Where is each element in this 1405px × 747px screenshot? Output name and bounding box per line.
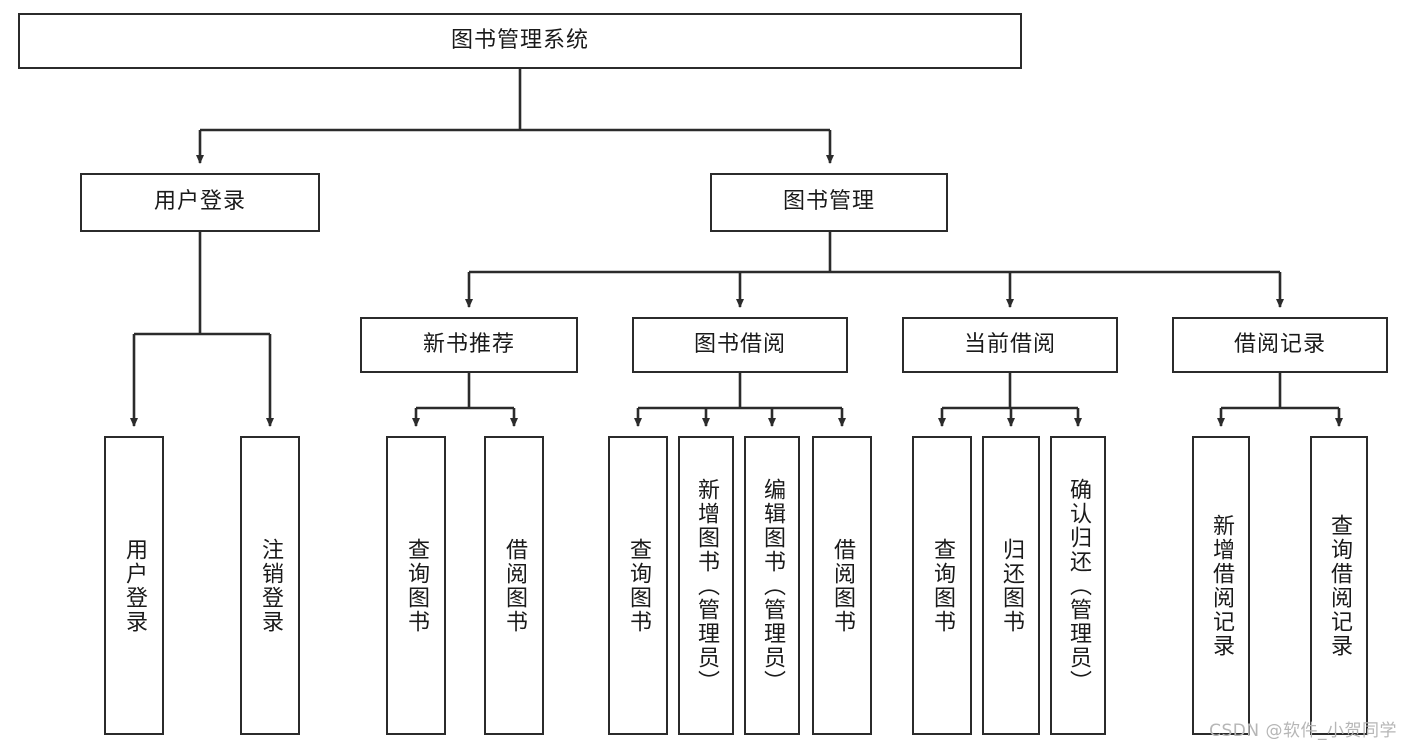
- node-book-borrow-label: 图书借阅: [693, 331, 786, 357]
- node-leaf-add-book[interactable]: 新增图书（管理员）: [678, 436, 734, 735]
- node-borrow-record-label: 借阅记录: [1233, 331, 1326, 357]
- node-current-borrow[interactable]: 当前借阅: [902, 317, 1118, 373]
- node-current-borrow-label: 当前借阅: [963, 331, 1056, 357]
- node-leaf-add-record-label: 新增借阅记录: [1208, 513, 1234, 658]
- node-leaf-query-book-borrow[interactable]: 查询图书: [608, 436, 668, 735]
- node-leaf-query-book-cur[interactable]: 查询图书: [912, 436, 972, 735]
- node-book-borrow[interactable]: 图书借阅: [632, 317, 848, 373]
- node-borrow-record[interactable]: 借阅记录: [1172, 317, 1388, 373]
- node-book-manage-label: 图书管理: [782, 189, 875, 215]
- node-leaf-user-logout[interactable]: 注销登录: [240, 436, 300, 735]
- node-leaf-borrow-book-rec-label: 借阅图书: [501, 537, 527, 634]
- node-root-label: 图书管理系统: [450, 27, 589, 53]
- node-leaf-add-record[interactable]: 新增借阅记录: [1192, 436, 1250, 735]
- node-leaf-borrow-book-rec[interactable]: 借阅图书: [484, 436, 544, 735]
- node-leaf-query-record[interactable]: 查询借阅记录: [1310, 436, 1368, 735]
- node-leaf-return-book-label: 归还图书: [998, 537, 1024, 634]
- node-leaf-return-book[interactable]: 归还图书: [982, 436, 1040, 735]
- csdn-watermark: CSDN @软件_小贺同学: [1209, 721, 1397, 741]
- node-leaf-user-login[interactable]: 用户登录: [104, 436, 164, 735]
- node-leaf-borrow-book[interactable]: 借阅图书: [812, 436, 872, 735]
- node-root[interactable]: 图书管理系统: [18, 13, 1022, 69]
- node-leaf-query-book-rec[interactable]: 查询图书: [386, 436, 446, 735]
- node-leaf-query-record-label: 查询借阅记录: [1326, 513, 1352, 658]
- node-user-login[interactable]: 用户登录: [80, 173, 320, 232]
- node-leaf-query-book-rec-label: 查询图书: [403, 537, 429, 634]
- node-book-manage[interactable]: 图书管理: [710, 173, 948, 232]
- node-leaf-query-book-borrow-label: 查询图书: [625, 537, 651, 634]
- node-leaf-confirm-return-label: 确认归还（管理员）: [1065, 477, 1091, 694]
- node-leaf-add-book-label: 新增图书（管理员）: [693, 477, 719, 694]
- node-new-book-rec-label: 新书推荐: [422, 331, 515, 357]
- node-user-login-label: 用户登录: [153, 189, 246, 215]
- node-leaf-user-logout-label: 注销登录: [257, 537, 283, 634]
- node-leaf-user-login-label: 用户登录: [121, 537, 147, 634]
- node-leaf-edit-book-label: 编辑图书（管理员）: [759, 477, 785, 694]
- node-leaf-confirm-return[interactable]: 确认归还（管理员）: [1050, 436, 1106, 735]
- node-new-book-rec[interactable]: 新书推荐: [360, 317, 578, 373]
- node-leaf-borrow-book-label: 借阅图书: [829, 537, 855, 634]
- node-leaf-edit-book[interactable]: 编辑图书（管理员）: [744, 436, 800, 735]
- node-leaf-query-book-cur-label: 查询图书: [929, 537, 955, 634]
